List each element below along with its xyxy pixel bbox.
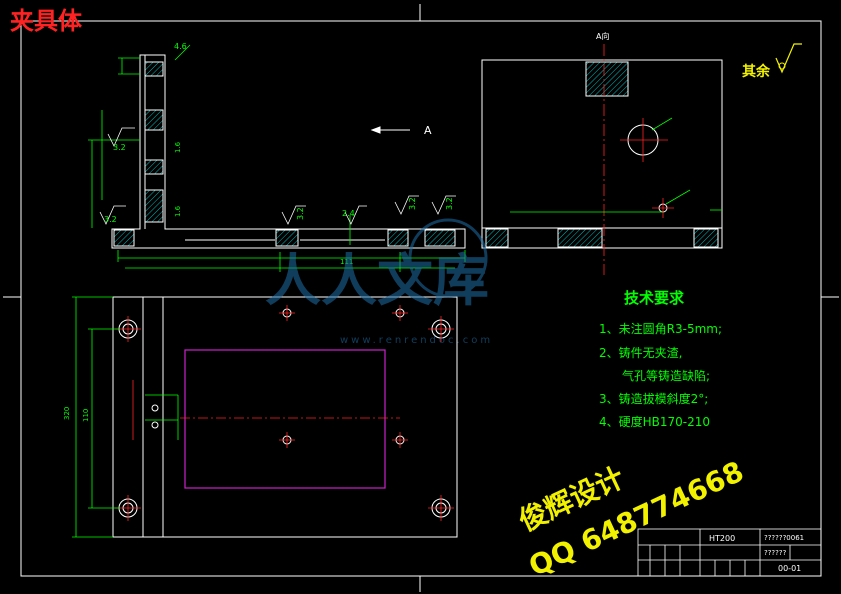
surface-finish-note: 其余 [742, 63, 771, 80]
title-block [637, 528, 822, 577]
dim-overall-height: 320 [63, 407, 71, 420]
tech-req-item: 4、硬度HB170-210 [599, 414, 710, 429]
watermark: 人人文库 www.renrendoc.com [265, 218, 493, 346]
tech-requirements-heading: 技术要求 [624, 289, 685, 307]
roughness-values: 4.6 3.2 3.2 3.2 3.2 3.2 2.4 1.6 1.6 [104, 42, 454, 224]
svg-text:www.renrendoc.com: www.renrendoc.com [340, 335, 493, 346]
top-view-window [184, 349, 386, 489]
tech-req-item: 2、铸件无夹渣, [599, 345, 682, 360]
top-view-dimensions [72, 296, 179, 538]
top-view [112, 296, 458, 538]
svg-text:2.4: 2.4 [342, 209, 355, 218]
surface-finish-circle [778, 62, 786, 70]
view-arrow-label: A [424, 124, 432, 137]
svg-text:3.2: 3.2 [408, 197, 417, 210]
title-block-material: HT200 [709, 534, 735, 543]
dim-base-length: 111 [340, 258, 353, 266]
svg-text:3.2: 3.2 [445, 197, 454, 210]
side-view-label: A向 [596, 31, 609, 41]
side-view-dimensions [510, 117, 722, 213]
roughness-symbols [99, 127, 456, 225]
view-arrow [370, 126, 410, 134]
dim-hole-spacing: 110 [82, 409, 90, 422]
tech-req-item: 气孔等铸造缺陷; [622, 368, 710, 383]
svg-text:3.2: 3.2 [113, 143, 126, 152]
drawing-title: 夹具体 [10, 7, 83, 35]
title-block-code: ??????0061 [764, 534, 804, 542]
drawing-frame [3, 4, 839, 592]
svg-text:1.6: 1.6 [174, 205, 182, 217]
tech-requirements: 技术要求 1、未注圆角R3-5mm; 2、铸件无夹渣, 气孔等铸造缺陷; 3、铸… [599, 289, 722, 429]
svg-text:3.2: 3.2 [296, 207, 305, 220]
svg-text:1.6: 1.6 [174, 141, 182, 153]
svg-text:3.2: 3.2 [104, 215, 117, 224]
front-view [111, 54, 466, 249]
side-view [481, 59, 723, 249]
svg-text:人人文库: 人人文库 [265, 249, 489, 314]
top-view-centerlines [115, 305, 454, 521]
svg-text:4.6: 4.6 [174, 42, 187, 51]
tech-req-item: 1、未注圆角R3-5mm; [599, 321, 722, 336]
title-block-drawing-no: 00-01 [778, 564, 801, 573]
side-view-centerlines [603, 44, 674, 275]
tech-req-item: 3、铸造拔模斜度2°; [599, 391, 708, 406]
title-block-code2: ?????? [764, 549, 787, 557]
front-view-dimensions [88, 44, 466, 272]
promo-overlay: 俊辉设计 QQ 648774668 [514, 455, 749, 583]
